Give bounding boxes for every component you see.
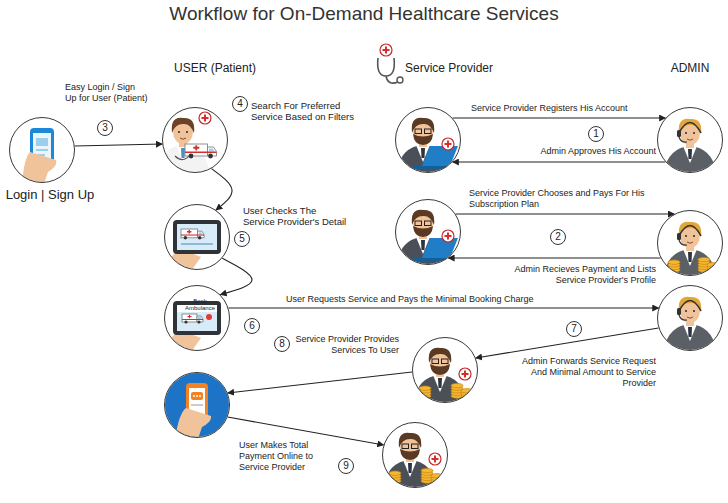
flow-arrow (228, 307, 658, 308)
node-caption: Search For Preferred Service Based on Fi… (251, 101, 355, 123)
node-illustration (663, 222, 719, 282)
node-illustration (413, 348, 473, 408)
callout-number: 2 (550, 229, 566, 245)
node-illustration (396, 210, 458, 270)
flow-arrow (453, 117, 666, 118)
connector-label: Easy Login / Sign Up for User (Patient) (64, 82, 150, 104)
icon-circle (382, 422, 448, 488)
callout-number: 7 (566, 321, 582, 337)
icon-circle (657, 285, 723, 351)
icon-circle (657, 107, 723, 173)
connector-label: Admin Recieves Payment and Lists Service… (495, 264, 657, 286)
diagram-title: Workflow for On-Demand Healthcare Servic… (0, 3, 728, 25)
icon-circle: User Checks The Service Provider's Detai… (164, 204, 230, 270)
column-header: USER (Patient) (165, 61, 265, 75)
icon-circle (164, 372, 230, 438)
callout-number: 1 (588, 126, 604, 142)
column-header: Service Provider (405, 61, 515, 75)
flow-arrow (212, 169, 233, 210)
connector-label: Service Provider Registers His Account (470, 103, 657, 114)
node-illustration (663, 297, 717, 357)
callout-number: 8 (274, 336, 290, 352)
node-illustration (383, 433, 443, 493)
callout-number: 3 (97, 120, 113, 136)
node-illustration (164, 372, 230, 439)
callout-number: 4 (232, 96, 248, 112)
flow-arrow (220, 258, 252, 294)
node-illustration (9, 117, 75, 184)
column-header: ADMIN (660, 61, 720, 75)
connector-label: User Requests Service and Pays the Minim… (285, 294, 587, 305)
connector-label: Service Provider Chooses and Pays For Hi… (468, 188, 660, 210)
node-caption: Login | Sign Up (4, 188, 96, 203)
icon-circle (657, 210, 723, 276)
flow-arrow (448, 257, 660, 258)
node-caption: User Checks The Service Provider's Detai… (243, 206, 347, 228)
flow-arrow (456, 213, 675, 214)
icon-circle: Login | Sign Up (9, 117, 75, 183)
callout-number: 5 (234, 231, 250, 247)
node-illustration (167, 220, 221, 271)
connector-label: Admin Forwards Service Request And Minim… (515, 356, 657, 389)
icon-circle: Search For Preferred Service Based on Fi… (162, 107, 228, 173)
connector-label: User Makes Total Payment Online to Servi… (238, 440, 335, 473)
callout-number: 9 (338, 458, 354, 474)
icon-circle (412, 337, 478, 403)
callout-number: 6 (244, 318, 260, 334)
connector-label: Admin Approves His Account (515, 146, 657, 157)
flow-arrow (453, 161, 666, 162)
icon-circle (395, 107, 461, 173)
node-illustration (396, 118, 458, 178)
stethoscope-icon (378, 44, 403, 83)
icon-circle (395, 199, 461, 265)
node-illustration (663, 119, 717, 179)
screen-caption: Book Ambulance (178, 298, 222, 312)
connector-label: Service Provider Provides Services To Us… (290, 334, 400, 356)
icon-circle (164, 285, 230, 351)
node-illustration (156, 112, 217, 178)
flow-arrow (228, 372, 412, 393)
flow-arrow (75, 144, 162, 146)
